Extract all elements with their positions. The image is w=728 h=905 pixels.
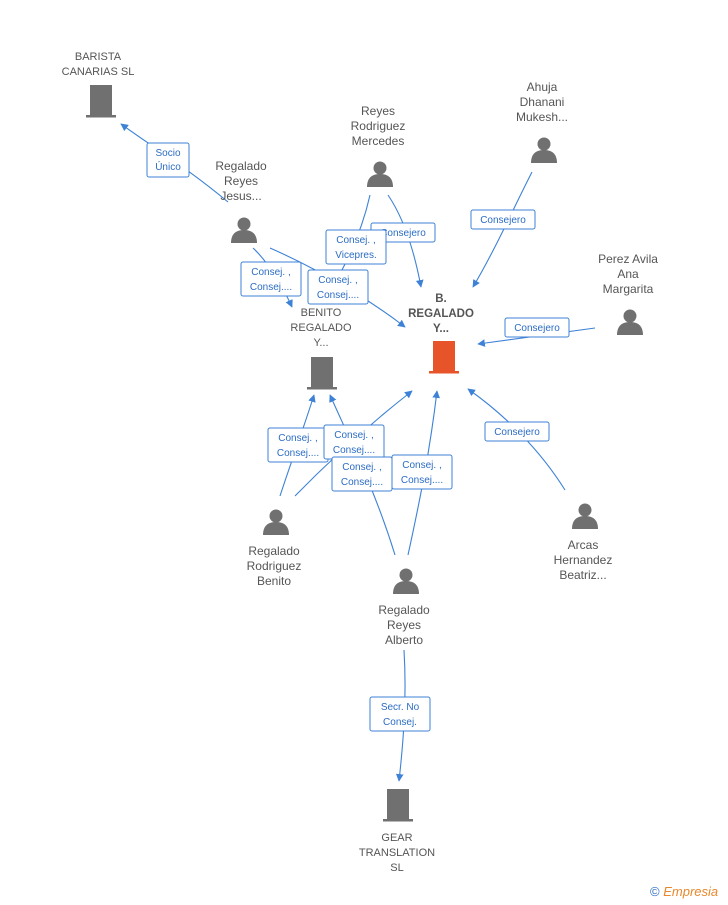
- brand-logo: Empresia: [663, 884, 719, 899]
- building-icon: [307, 357, 337, 390]
- edge-label-consejero-ahuja[interactable]: Consejero: [470, 209, 536, 230]
- svg-text:Consej. ,Consej....: Consej. ,Consej....: [341, 462, 383, 488]
- svg-text:Consej. ,Consej....: Consej. ,Consej....: [333, 430, 375, 456]
- svg-text:Consejero: Consejero: [480, 215, 526, 226]
- person-icon: [263, 509, 289, 535]
- svg-text:Consejero: Consejero: [514, 323, 560, 334]
- svg-text:Consejero: Consejero: [494, 427, 540, 438]
- edge-label-consej-rbenito-bregalado[interactable]: Consej. ,Consej....: [323, 424, 385, 460]
- edge-label-consejero-mercedes[interactable]: Consejero: [370, 222, 436, 243]
- edge-label-consejero-arcas[interactable]: Consejero: [484, 421, 550, 442]
- svg-text:Consej. ,Consej....: Consej. ,Consej....: [401, 460, 443, 486]
- edge-label-consej-alberto-bregalado[interactable]: Consej. ,Consej....: [391, 454, 453, 490]
- edge-label-consejero-perez[interactable]: Consejero: [504, 317, 570, 338]
- person-icon: [367, 161, 393, 187]
- edge-label-consej-jesus-benito[interactable]: Consej. ,Consej....: [240, 261, 302, 297]
- person-icon: [617, 309, 643, 335]
- svg-text:Consejero: Consejero: [380, 228, 426, 239]
- edge-label-consej-rbenito-benito[interactable]: Consej. ,Consej....: [267, 427, 329, 463]
- person-icon: [531, 137, 557, 163]
- person-icon: [393, 568, 419, 594]
- edge-label-consej-vicepres[interactable]: Consej. ,Vicepres.: [325, 229, 387, 265]
- svg-text:Consej. ,Consej....: Consej. ,Consej....: [250, 267, 292, 293]
- edge-label-consej-alberto-benito[interactable]: Consej. ,Consej....: [331, 456, 393, 492]
- svg-text:Consej. ,Consej....: Consej. ,Consej....: [277, 433, 319, 459]
- person-icon: [572, 503, 598, 529]
- svg-text:Consej. ,Vicepres.: Consej. ,Vicepres.: [335, 235, 377, 261]
- copyright-icon: ©: [650, 884, 660, 899]
- person-icon: [231, 217, 257, 243]
- building-icon: [429, 341, 459, 374]
- building-icon: [86, 85, 116, 118]
- building-icon: [383, 789, 413, 822]
- edge-label-consej-jesus-bregalado[interactable]: Consej. ,Consej....: [307, 269, 369, 305]
- svg-text:Consej. ,Consej....: Consej. ,Consej....: [317, 275, 359, 301]
- copyright-footer: © Empresia: [650, 884, 718, 899]
